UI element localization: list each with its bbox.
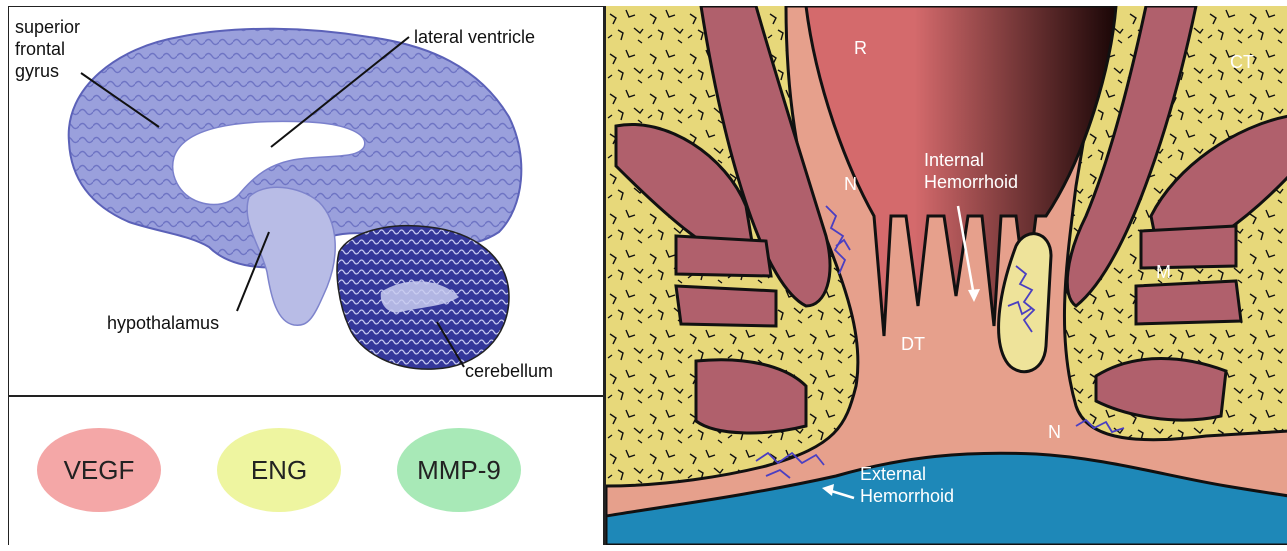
label-muscle: M: [1156, 262, 1171, 282]
marker-ellipses: VEGF ENG MMP-9: [9, 397, 605, 546]
label-dentate: DT: [901, 334, 925, 354]
anal-canal-diagram: R CT N Internal Hemorrhoid M DT N Extern…: [606, 6, 1287, 545]
label-lateral-ventricle: lateral ventricle: [414, 27, 535, 47]
label-internal-hemorrhoid: Hemorrhoid: [924, 172, 1018, 192]
eng-label: ENG: [251, 455, 307, 485]
brain-sagittal-image: superior frontal gyrus lateral ventricle…: [9, 7, 604, 396]
label-internal: Internal: [924, 150, 984, 170]
label-external: External: [860, 464, 926, 484]
label-rectum: R: [854, 38, 867, 58]
label-hypothalamus: hypothalamus: [107, 313, 219, 333]
marker-panel: VEGF ENG MMP-9: [8, 396, 604, 545]
vegf-label: VEGF: [64, 455, 135, 485]
label-connective-tissue: CT: [1230, 52, 1254, 72]
label-external-hemorrhoid: Hemorrhoid: [860, 486, 954, 506]
mmp9-label: MMP-9: [417, 455, 501, 485]
label-frontal: frontal: [15, 39, 65, 59]
label-superior: superior: [15, 17, 80, 37]
hemorrhoid-anatomy-panel: R CT N Internal Hemorrhoid M DT N Extern…: [604, 6, 1287, 545]
label-nerve-upper: N: [844, 174, 857, 194]
label-gyrus: gyrus: [15, 61, 59, 81]
brain-section-panel: superior frontal gyrus lateral ventricle…: [8, 6, 604, 396]
label-nerve-lower: N: [1048, 422, 1061, 442]
label-cerebellum: cerebellum: [465, 361, 553, 381]
